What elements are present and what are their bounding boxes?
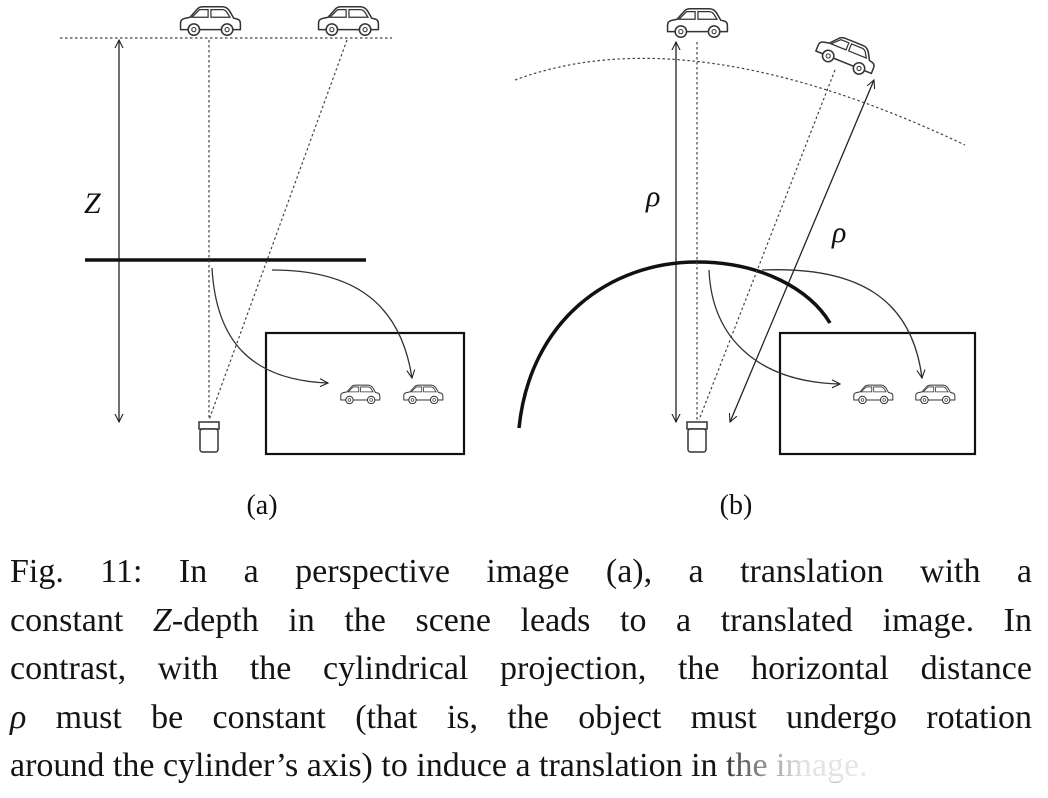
camera-icon xyxy=(686,421,708,453)
caption-line-3: contrast, with the cylindrical projectio… xyxy=(10,650,1032,687)
z-symbol: Z xyxy=(152,601,172,639)
projection-arrow-a1 xyxy=(211,267,328,383)
figure: Z (a) ρ ρ (b) xyxy=(60,6,977,521)
subfigure-a: Z (a) xyxy=(60,6,466,521)
car-icon xyxy=(403,384,444,405)
rho-label-oblique: ρ xyxy=(831,216,846,249)
car-icon xyxy=(340,384,381,405)
caption-line-5: around the cylinder’s axis) to induce a … xyxy=(10,747,868,784)
projection-arrow-b2 xyxy=(761,269,922,378)
projection-arrow-a2 xyxy=(271,269,412,378)
rho-symbol: ρ xyxy=(10,698,27,736)
car-icon xyxy=(179,6,242,37)
figure-caption: Fig. 11: In a perspective image (a), a t… xyxy=(10,548,1032,791)
caption-text: -depth in the scene leads to a translate… xyxy=(171,601,1032,639)
caption-text: must be constant (that is, the object mu… xyxy=(26,698,1032,736)
camera-icon xyxy=(198,421,220,453)
rho-arrow-oblique xyxy=(730,80,874,422)
caption-line-1: Fig. 11: In a perspective image (a), a t… xyxy=(10,553,1032,590)
car-icon xyxy=(853,384,894,405)
cylinder-arc xyxy=(517,260,832,429)
image-frame-b xyxy=(778,331,977,456)
subfigure-label-a: (a) xyxy=(246,490,277,521)
z-label: Z xyxy=(84,187,101,220)
projection-arrow-b1 xyxy=(708,269,840,384)
subfigure-b: ρ ρ (b) xyxy=(514,8,977,521)
ray-oblique-a xyxy=(208,39,348,421)
caption-line-4: ρ must be constant (that is, the object … xyxy=(10,694,1032,743)
car-icon xyxy=(812,29,881,80)
car-icon xyxy=(915,384,956,405)
subfigure-label-b: (b) xyxy=(720,490,753,521)
caption-line-2: constant Z-depth in the scene leads to a… xyxy=(10,597,1032,646)
scene-arc-b xyxy=(514,57,966,146)
caption-text: constant xyxy=(10,601,153,639)
image-frame-a xyxy=(264,331,466,456)
rho-label-vertical: ρ xyxy=(645,180,660,213)
watermark-overlay xyxy=(728,740,1028,784)
car-icon xyxy=(666,8,729,39)
car-icon xyxy=(317,6,380,37)
